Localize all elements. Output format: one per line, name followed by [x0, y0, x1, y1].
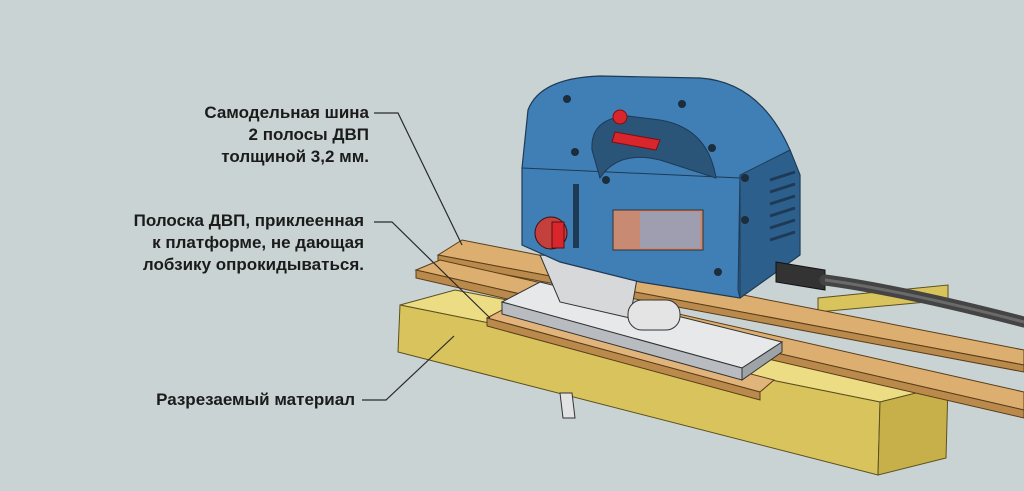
screw-icon	[602, 176, 610, 184]
annotation-material: Разрезаемый материал	[156, 389, 355, 411]
leader-lines	[362, 112, 491, 401]
annotation-rail-line-3: толщиной 3,2 мм.	[221, 147, 369, 166]
leader-line-strip	[374, 221, 491, 319]
annotation-material-line-1: Разрезаемый материал	[156, 390, 355, 409]
annotation-strip-line-2: к платформе, не дающая	[152, 233, 364, 252]
jigsaw-body	[521, 75, 801, 299]
screw-icon	[741, 174, 749, 182]
leader-line-material	[362, 335, 455, 401]
screw-icon	[571, 148, 579, 156]
leader-line-rail	[374, 112, 463, 246]
annotation-rail: Самодельная шина 2 полосы ДВП толщиной 3…	[204, 102, 369, 168]
annotation-strip-line-1: Полоска ДВП, приклеенная	[133, 211, 364, 230]
screw-icon	[741, 216, 749, 224]
screw-icon	[678, 100, 686, 108]
screw-icon	[563, 95, 571, 103]
screw-icon	[714, 268, 722, 276]
annotation-strip: Полоска ДВП, приклеенная к платформе, не…	[134, 210, 364, 276]
jigsaw-blade	[559, 392, 576, 419]
annotation-rail-line-1: Самодельная шина	[204, 103, 369, 122]
vent-grille	[769, 170, 796, 242]
annotation-strip-line-3: лобзику опрокидываться.	[142, 255, 364, 274]
power-cord	[775, 261, 1024, 328]
screw-icon	[708, 144, 716, 152]
annotation-rail-line-2: 2 полосы ДВП	[248, 125, 369, 144]
glued-strip	[485, 309, 776, 401]
